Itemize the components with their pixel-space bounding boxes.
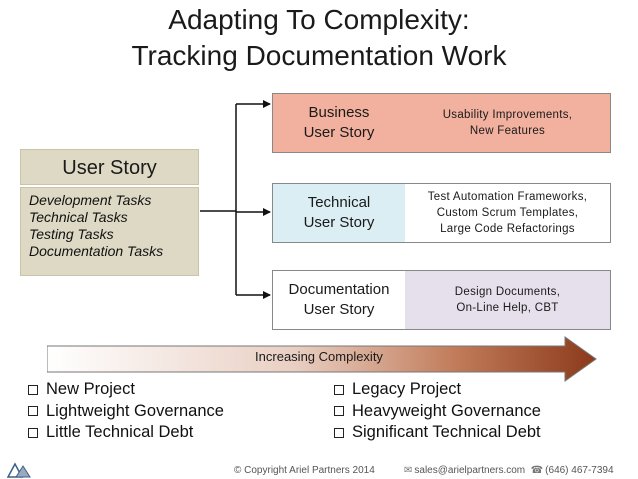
- task-documentation: Documentation Tasks: [29, 243, 164, 259]
- business-user-story-box: Business User Story Usability Improvemen…: [272, 93, 611, 153]
- checkbox-icon: [28, 384, 38, 395]
- documentation-desc-line1: Design Documents,: [454, 286, 561, 298]
- business-name-line1: Business: [308, 104, 370, 121]
- list-item: Little Technical Debt: [28, 422, 224, 444]
- email-text[interactable]: sales@arielpartners.com: [414, 465, 526, 476]
- business-desc-line1: Usability Improvements,: [442, 109, 573, 121]
- complexity-arrow: [47, 336, 597, 382]
- checkbox-icon: [334, 406, 344, 417]
- user-story-tasks: Development Tasks Technical Tasks Testin…: [20, 187, 199, 276]
- technical-story-name: Technical User Story: [273, 184, 405, 242]
- documentation-name-line1: Documentation: [288, 281, 390, 298]
- checkbox-icon: [28, 406, 38, 417]
- right-characteristics-list: Legacy Project Heavyweight Governance Si…: [334, 379, 541, 444]
- business-desc-line2: New Features: [469, 125, 546, 137]
- task-testing: Testing Tasks: [29, 226, 114, 242]
- checkbox-icon: [334, 427, 344, 438]
- phone-text: (646) 467-7394: [545, 465, 614, 476]
- business-story-desc: Usability Improvements, New Features: [405, 94, 610, 152]
- complexity-label: Increasing Complexity: [255, 349, 383, 364]
- technical-desc-line1: Test Automation Frameworks,: [427, 191, 588, 203]
- documentation-story-desc: Design Documents, On-Line Help, CBT: [405, 271, 610, 329]
- footer: © Copyright Ariel Partners 2014 ✉sales@a…: [0, 462, 638, 479]
- envelope-icon: ✉: [404, 465, 413, 476]
- list-item: Heavyweight Governance: [334, 401, 541, 423]
- documentation-user-story-box: Documentation User Story Design Document…: [272, 270, 611, 330]
- task-technical: Technical Tasks: [29, 209, 128, 225]
- list-item: Legacy Project: [334, 379, 541, 401]
- copyright-text: © Copyright Ariel Partners 2014: [234, 465, 375, 476]
- title-line-1: Adapting To Complexity:: [168, 4, 470, 35]
- business-story-name: Business User Story: [273, 94, 405, 152]
- slide-title: Adapting To Complexity: Tracking Documen…: [0, 2, 638, 74]
- technical-desc-line2: Custom Scrum Templates,: [436, 207, 579, 219]
- phone-icon: ☎: [530, 465, 544, 476]
- documentation-name-line2: User Story: [303, 301, 375, 318]
- checkbox-icon: [334, 384, 344, 395]
- business-name-line2: User Story: [303, 124, 375, 141]
- technical-name-line1: Technical: [307, 194, 371, 211]
- checkbox-icon: [28, 427, 38, 438]
- list-item: Lightweight Governance: [28, 401, 224, 423]
- technical-story-desc: Test Automation Frameworks, Custom Scrum…: [405, 184, 610, 242]
- list-item: New Project: [28, 379, 224, 401]
- contact-info: ✉sales@arielpartners.com ☎(646) 467-7394: [404, 464, 614, 478]
- list-item: Significant Technical Debt: [334, 422, 541, 444]
- task-development: Development Tasks: [29, 192, 152, 208]
- documentation-story-name: Documentation User Story: [273, 271, 405, 329]
- documentation-desc-line2: On-Line Help, CBT: [456, 302, 559, 314]
- ariel-logo: [6, 462, 31, 478]
- technical-desc-line3: Large Code Refactorings: [440, 223, 575, 235]
- technical-user-story-box: Technical User Story Test Automation Fra…: [272, 183, 611, 243]
- title-line-2: Tracking Documentation Work: [131, 40, 507, 71]
- user-story-header: User Story: [20, 149, 199, 185]
- technical-name-line2: User Story: [303, 214, 375, 231]
- left-characteristics-list: New Project Lightweight Governance Littl…: [28, 379, 224, 444]
